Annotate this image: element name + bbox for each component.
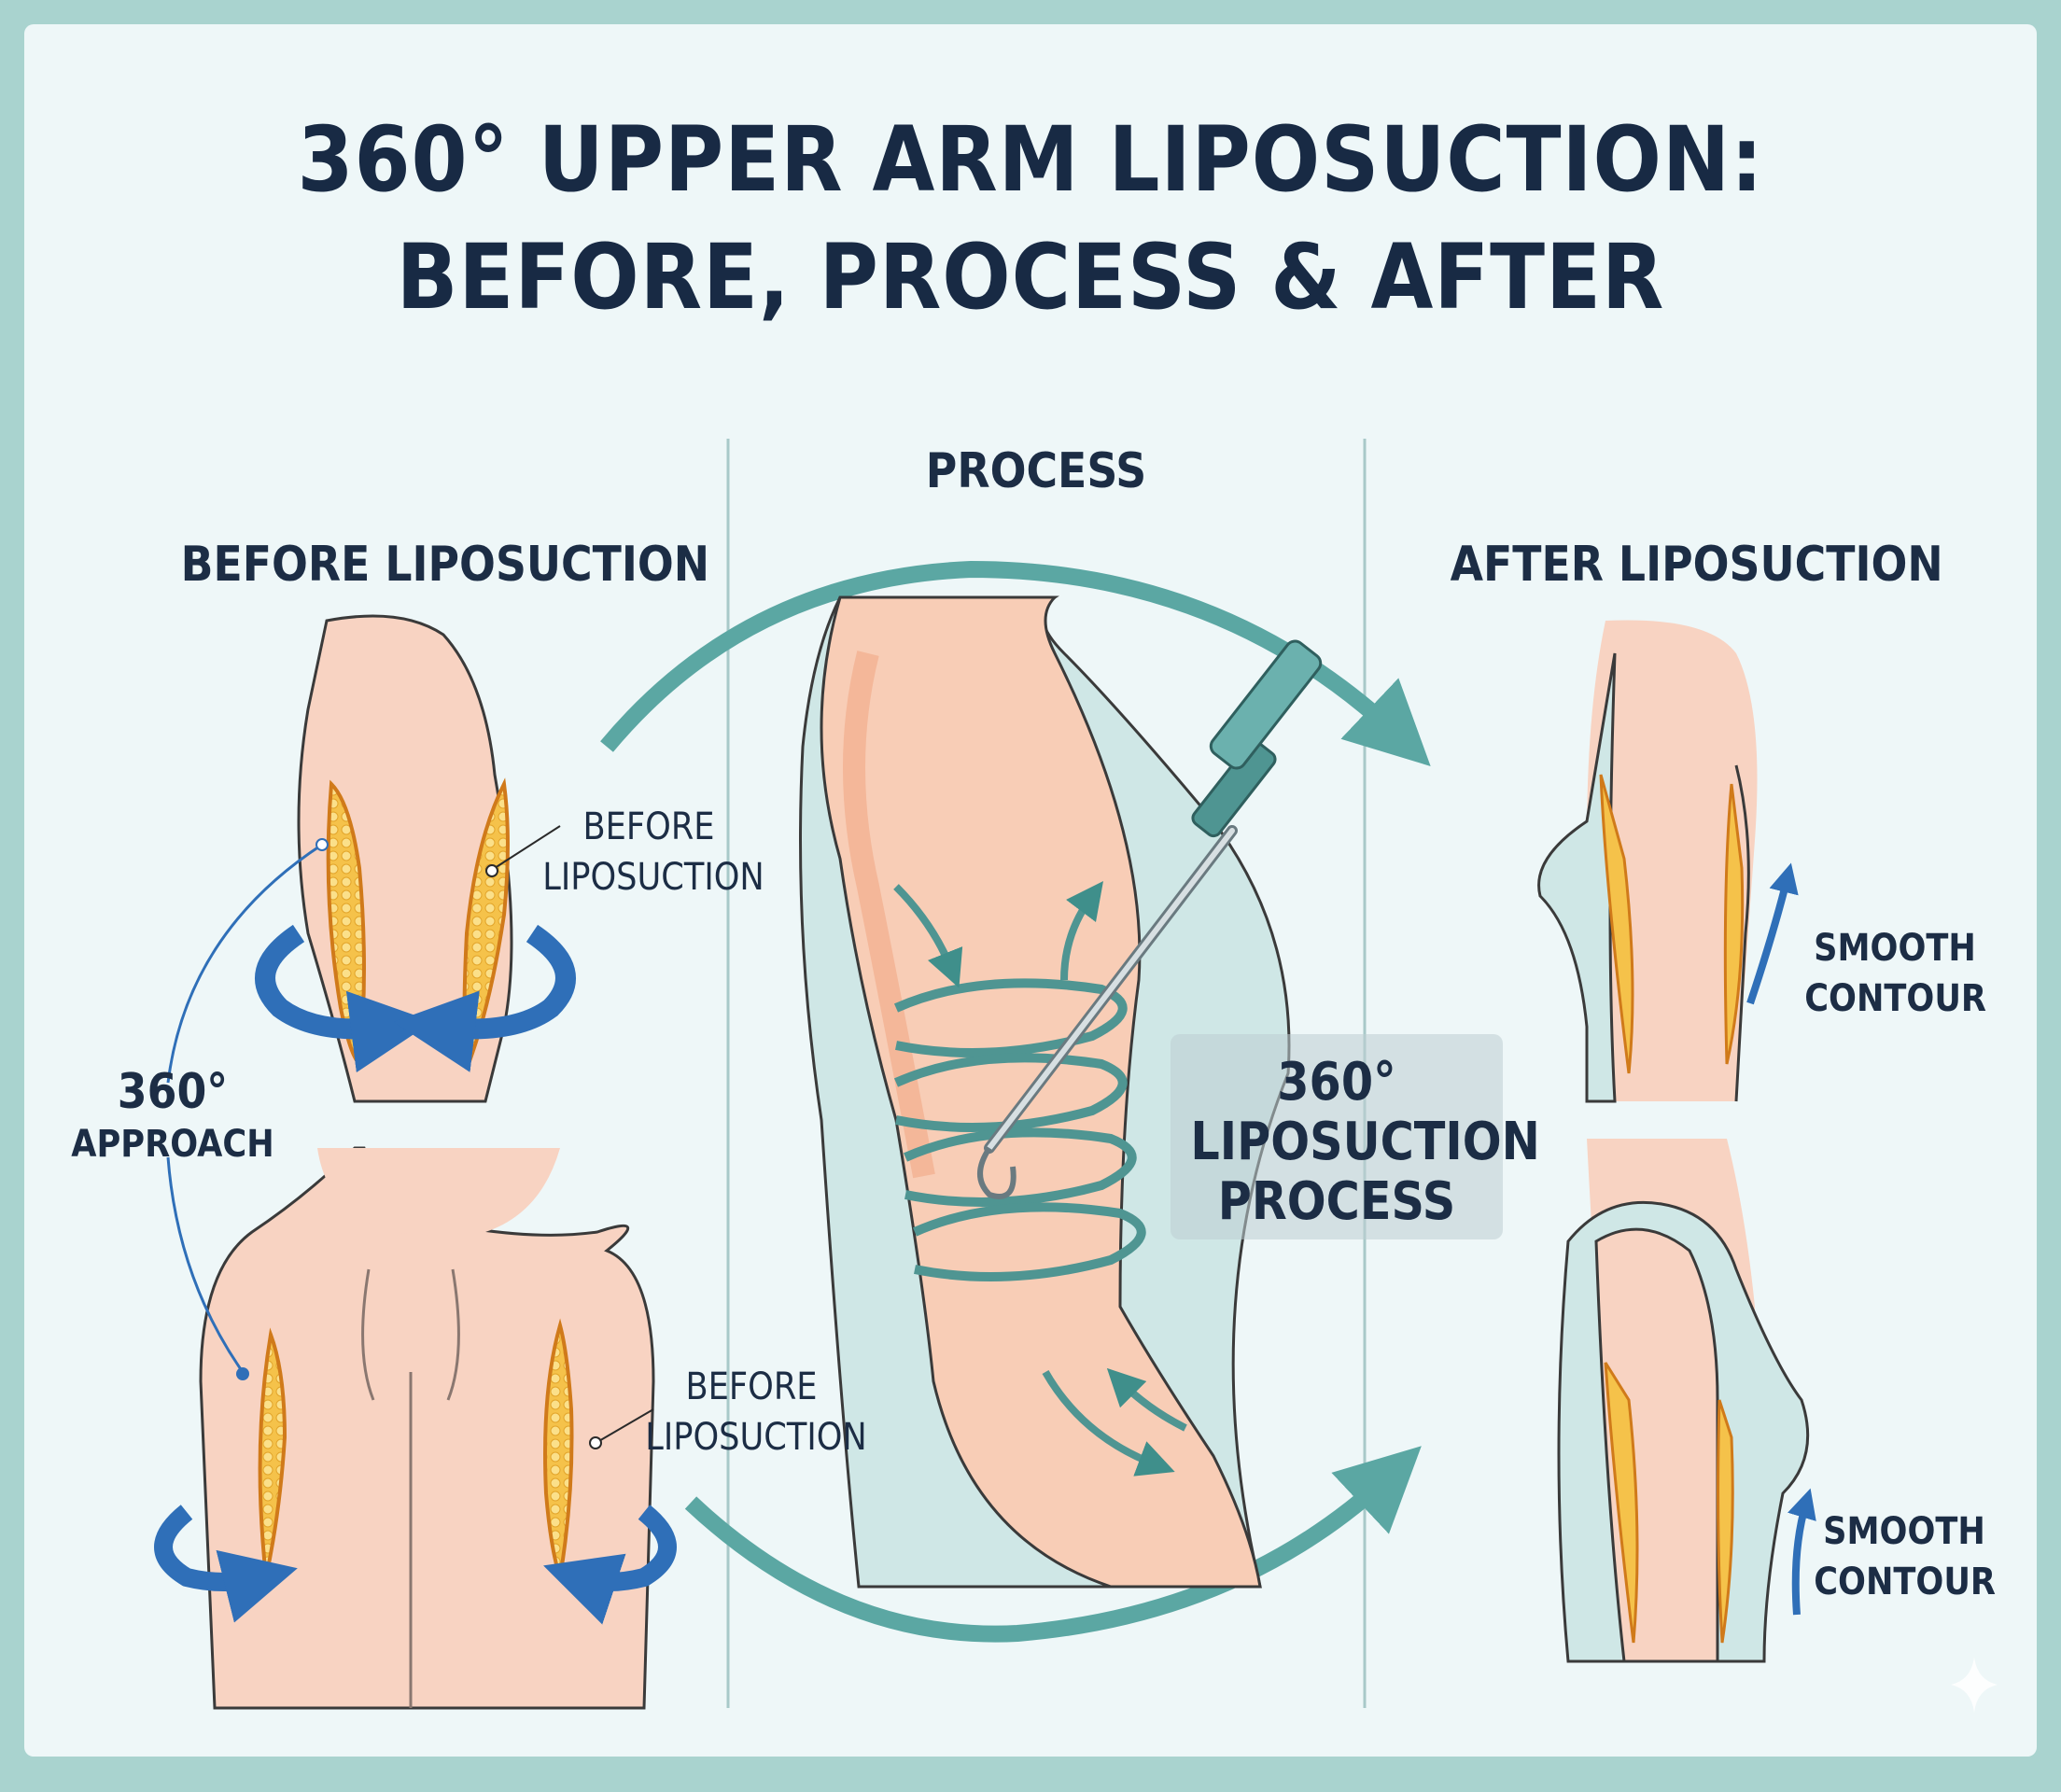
callout-approach-degrees: 360° [117, 1064, 229, 1120]
callout-smooth-lower-line2: CONTOUR [1814, 1561, 1997, 1603]
rotation-arrow-right [393, 924, 576, 1072]
callout-before-lower-line1: BEFORE [685, 1365, 818, 1408]
after-lower-arm [1557, 1139, 1816, 1663]
after-lower-fat-right [1717, 1399, 1734, 1644]
process-label-line2: LIPOSUCTION [1190, 1112, 1540, 1172]
process-arm [799, 595, 1291, 1589]
after-fat-right [1723, 783, 1745, 1065]
callout-before-upper-line1: BEFORE [582, 805, 715, 848]
smooth-arrow-lower [1788, 1488, 1816, 1616]
flow-arrow-top [600, 560, 1431, 766]
back-rotation-arrow-left [154, 1505, 298, 1623]
callout-before-upper-line2: LIPOSUCTION [542, 856, 764, 899]
before-upper-arm [255, 614, 576, 1103]
callout-approach-label: APPROACH [71, 1123, 274, 1166]
process-label-line3: PROCESS [1217, 1171, 1456, 1232]
smooth-arrow-upper [1746, 862, 1799, 1005]
cannula-instrument [977, 639, 1323, 1199]
approach-connector [166, 843, 323, 1373]
section-after-heading: AFTER LIPOSUCTION [1450, 537, 1943, 593]
process-label-degrees: 360° [1277, 1052, 1396, 1113]
after-upper-arm [1537, 620, 1799, 1103]
title-line-1: 360° UPPER ARM LIPOSUCTION: [297, 107, 1764, 212]
after-fat-left [1599, 774, 1634, 1074]
back-rotation-arrow-right [543, 1505, 677, 1625]
before-back-view [154, 1146, 677, 1710]
spiral-coil [893, 978, 1146, 1281]
sparkle-icon [1951, 1657, 1998, 1713]
process-label-box [1171, 1034, 1503, 1239]
back-fat-left [258, 1327, 287, 1578]
section-process-heading: PROCESS [925, 443, 1147, 499]
title-line-2: BEFORE, PROCESS & AFTER [396, 225, 1665, 329]
rotation-arrow-left [255, 924, 433, 1073]
after-lower-fat-left [1604, 1362, 1639, 1644]
callout-smooth-upper-line2: CONTOUR [1804, 977, 1987, 1020]
flow-arrow-bottom [684, 1446, 1422, 1643]
callout-smooth-lower-line1: SMOOTH [1823, 1510, 1985, 1553]
section-before-heading: BEFORE LIPOSUCTION [180, 537, 710, 593]
callout-before-lower-line2: LIPOSUCTION [645, 1416, 867, 1459]
callout-smooth-upper-line1: SMOOTH [1814, 927, 1976, 970]
